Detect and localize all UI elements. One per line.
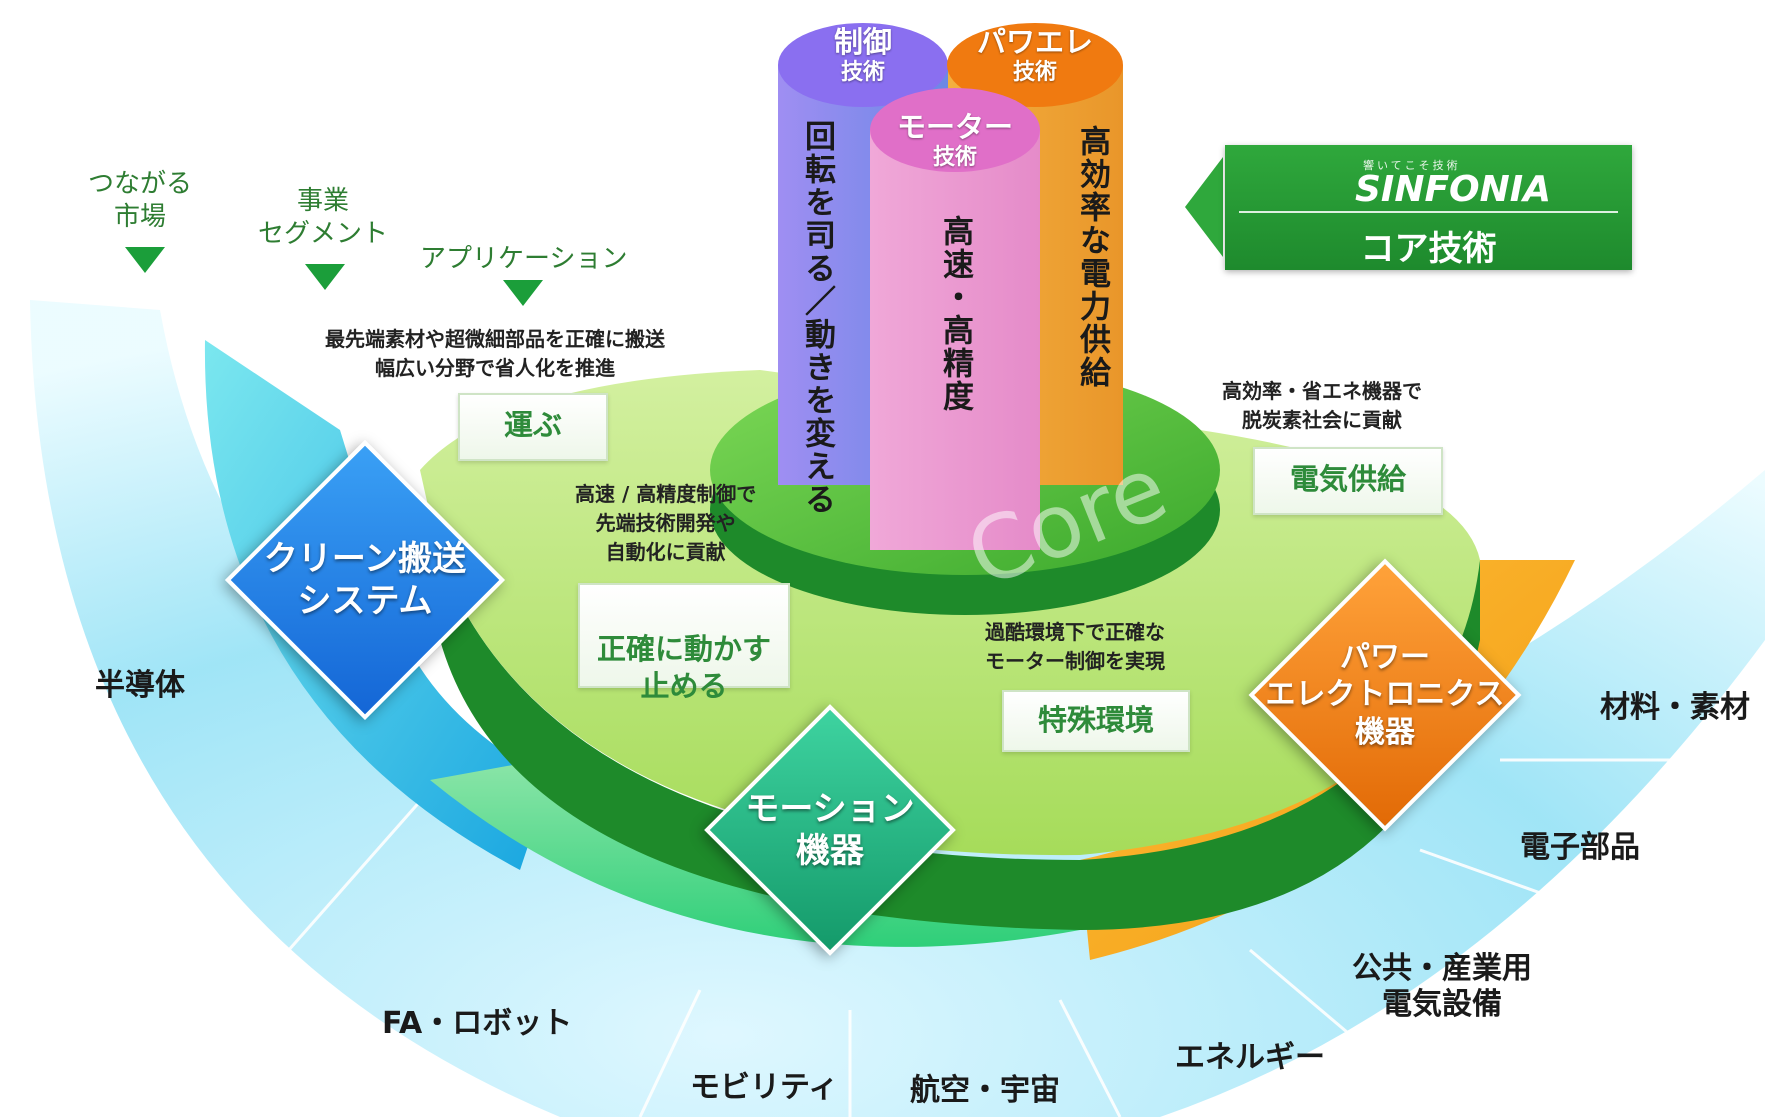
pillar-motor-sub: 技術	[932, 144, 977, 170]
brand-core-label: コア技術	[1360, 229, 1497, 269]
app-precision-label-text: 正確に動かす 止める	[596, 632, 771, 703]
pillar-motor-desc: 高速・高精度	[937, 215, 973, 413]
app-special-label: 特殊環境	[1002, 690, 1190, 752]
segment-clean-transport: クリーン搬送 システム	[215, 430, 515, 730]
app-special-label-text: 特殊環境	[1037, 703, 1154, 737]
market-electronic-parts: 電子部品	[1520, 830, 1640, 865]
market-energy: エネルギー	[1175, 1040, 1325, 1075]
app-power-label-text: 電気供給	[1289, 462, 1406, 496]
app-power-desc: 高効率・省エネ機器で 脱炭素社会に貢献	[1222, 379, 1422, 432]
app-carry-label: 運ぶ	[458, 393, 608, 461]
legend-market-marker-icon	[125, 247, 165, 273]
market-public-industrial: 公共・産業用 電気設備	[1352, 951, 1532, 1022]
app-carry-desc: 最先端素材や超微細部品を正確に搬送 幅広い分野で省人化を推進	[325, 327, 665, 380]
segment-power-electronics: パワー エレクトロニクス 機器	[1235, 545, 1535, 845]
app-special-desc: 過酷環境下で正確な モーター制御を実現	[985, 620, 1165, 673]
legend-segment-marker-icon	[305, 264, 345, 290]
app-power-label: 電気供給	[1253, 447, 1443, 515]
market-fa-robot: FA・ロボット	[382, 1006, 573, 1041]
pillar-control-title: 制御	[833, 25, 892, 59]
legend-application: アプリケーション	[420, 244, 628, 274]
segment-motion-label: モーション 機器	[745, 788, 915, 872]
pillar-motor-head: モーター 技術	[885, 110, 1025, 171]
app-carry-label-text: 運ぶ	[503, 408, 562, 442]
market-materials: 材料・素材	[1600, 690, 1750, 725]
pillar-powerelec-desc: 高効率な電力供給	[1074, 125, 1110, 389]
pillar-control-desc: 回転を司る／動きを変える	[799, 120, 835, 516]
brand-tagline: 響いてこそ技術	[1363, 159, 1461, 172]
segment-clean-transport-label: クリーン搬送 システム	[263, 538, 467, 622]
market-semiconductor: 半導体	[95, 668, 185, 703]
pillar-control-sub: 技術	[840, 59, 885, 85]
pillar-motor-title: モーター	[896, 110, 1013, 144]
pillar-powerelec-head: パワエレ 技術	[965, 25, 1105, 86]
segment-motion: モーション 機器	[680, 680, 980, 980]
brand-arrow-icon	[1185, 157, 1223, 257]
market-aerospace: 航空・宇宙	[910, 1073, 1060, 1108]
pillar-powerelec-title: パワエレ	[976, 25, 1093, 59]
legend-market: つながる 市場	[88, 169, 193, 232]
app-precision-label: 正確に動かす 止める	[578, 583, 790, 703]
brand-box: 響いてこそ技術 SINFONIA コア技術	[1225, 145, 1632, 270]
app-precision-desc: 高速 / 高精度制御で 先端技術開発や 自動化に貢献	[575, 482, 757, 564]
pillar-control-head: 制御 技術	[803, 25, 923, 86]
legend-segment: 事業 セグメント	[258, 186, 389, 249]
brand-logo: SINFONIA	[1355, 169, 1552, 210]
market-mobility: モビリティ	[690, 1070, 839, 1105]
brand-divider	[1239, 211, 1618, 213]
segment-power-electronics-label: パワー エレクトロニクス 機器	[1265, 639, 1505, 750]
legend-application-marker-icon	[503, 280, 543, 306]
pillar-powerelec-sub: 技術	[1012, 59, 1057, 85]
